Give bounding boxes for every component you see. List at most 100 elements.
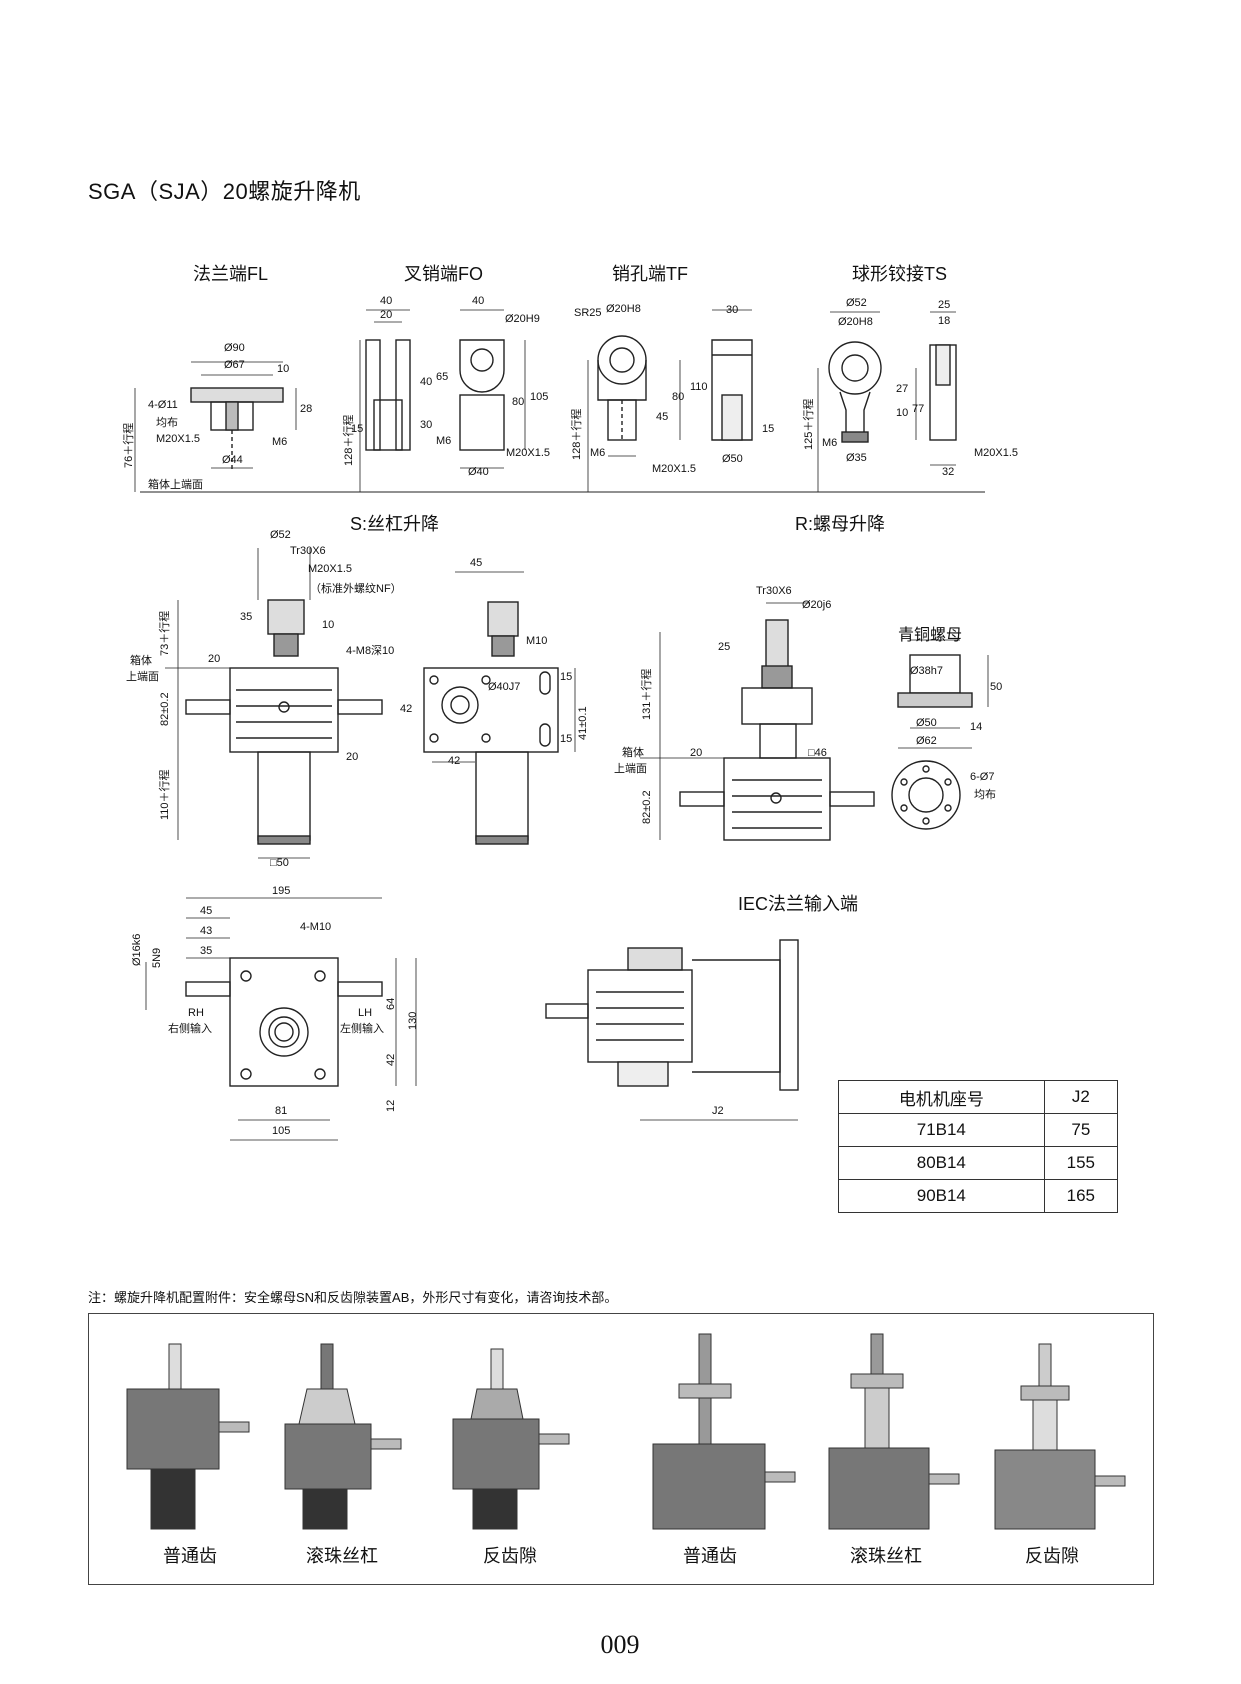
s-tr: Tr30X6 <box>290 545 326 557</box>
fl-h28: 28 <box>300 403 312 415</box>
fo-h80: 80 <box>512 396 524 408</box>
table-cell: 80B14 <box>838 1146 1045 1180</box>
r-box-top-b: 上端面 <box>614 762 647 775</box>
table-row: 71B14 75 <box>838 1113 1119 1147</box>
tv-h12: 12 <box>385 1100 397 1112</box>
product-photos <box>126 1333 1126 1530</box>
tv-w81: 81 <box>275 1105 287 1117</box>
tv-h64: 64 <box>385 998 397 1010</box>
ts-thread: M20X1.5 <box>974 447 1018 459</box>
page-title: SGA（SJA）20螺旋升降机 <box>88 179 361 204</box>
tf-title: 销孔端TF <box>612 264 688 284</box>
fo-m6: M6 <box>436 435 451 447</box>
fl-stroke: 76＋行程 <box>122 423 135 468</box>
s-lift-side-drawing <box>165 548 383 859</box>
s-lift-front-drawing <box>423 571 576 845</box>
tf-h15: 15 <box>762 423 774 435</box>
tv-rh-note: 右侧输入 <box>168 1021 212 1035</box>
photo-caption-1: 普通齿 <box>163 1546 217 1566</box>
tv-w105: 105 <box>272 1125 290 1137</box>
fo-h30: 30 <box>420 419 432 431</box>
r-d50: Ø50 <box>916 717 937 729</box>
tv-w45: 45 <box>200 905 212 917</box>
photo-caption-4: 普通齿 <box>683 1546 737 1566</box>
product-photo-panel <box>88 1313 1154 1585</box>
accessory-note: 注：螺旋升降机配置附件：安全螺母SN和反齿隙装置AB，外形尺寸有变化，请咨询技术… <box>88 1290 618 1305</box>
s-h35: 35 <box>240 611 252 623</box>
s-w42b: 42 <box>448 755 460 767</box>
s-stroke73: 73＋行程 <box>158 611 171 656</box>
s-h15a: 15 <box>560 671 572 683</box>
table-cell: 155 <box>1043 1146 1119 1180</box>
fo-clevis-drawing <box>359 309 526 492</box>
s-h42a: 42 <box>400 703 412 715</box>
r-lift-drawing <box>640 602 989 841</box>
ts-hole: Ø20H8 <box>838 316 873 328</box>
r-h50: 50 <box>990 681 1002 693</box>
r-lift-title: R:螺母升降 <box>795 514 885 534</box>
s-d52: Ø52 <box>270 529 291 541</box>
s-h10: 10 <box>322 619 334 631</box>
r-even: 均布 <box>974 788 996 801</box>
tf-h110: 110 <box>690 381 708 393</box>
fo-w20: 20 <box>380 309 392 321</box>
iec-title: IEC法兰输入端 <box>738 894 859 914</box>
table-cell: 90B14 <box>838 1179 1045 1213</box>
ts-h77: 77 <box>912 403 924 415</box>
fo-w40b: 40 <box>472 295 484 307</box>
s-box-top-a: 箱体 <box>130 653 152 667</box>
s-h82: 82±0.2 <box>159 692 171 726</box>
r-holes: 6-Ø7 <box>970 771 994 783</box>
table-row: 80B14 155 <box>838 1146 1119 1180</box>
box-top-label: 箱体上端面 <box>148 477 203 491</box>
motor-table: 电机机座号 J2 71B14 75 80B14 155 90B14 165 <box>838 1080 1119 1213</box>
fo-h15: 15 <box>351 423 363 435</box>
tf-m6: M6 <box>590 447 605 459</box>
iec-flange-drawing <box>545 939 799 1121</box>
fo-w40: 40 <box>380 295 392 307</box>
fl-even: 均布 <box>156 416 178 429</box>
tf-thread: M20X1.5 <box>652 463 696 475</box>
tv-key: 5N9 <box>151 948 163 968</box>
ts-ball-joint-drawing <box>817 311 957 492</box>
fo-hole: Ø20H9 <box>505 313 540 325</box>
fl-d67: Ø67 <box>224 359 245 371</box>
r-d38: Ø38h7 <box>910 665 943 677</box>
tv-lh-note: 左侧输入 <box>340 1021 384 1035</box>
s-h41: 41±0.1 <box>577 706 589 740</box>
table-header-row: 电机机座号 J2 <box>838 1080 1119 1114</box>
ts-title: 球形铰接TS <box>852 264 948 284</box>
photo-caption-2: 滚珠丝杠 <box>306 1546 378 1566</box>
ts-h10: 10 <box>896 407 908 419</box>
s-stroke110: 110＋行程 <box>158 769 171 820</box>
table-cell: 75 <box>1043 1113 1119 1147</box>
r-d62: Ø62 <box>916 735 937 747</box>
tv-w195: 195 <box>272 885 290 897</box>
ts-w18: 18 <box>938 315 950 327</box>
ts-w32: 32 <box>942 466 954 478</box>
tv-w35: 35 <box>200 945 212 957</box>
s-box-top-b: 上端面 <box>126 670 159 683</box>
s-w45: 45 <box>470 557 482 569</box>
tf-h45: 45 <box>656 411 668 423</box>
fl-h10: 10 <box>277 363 289 375</box>
table-cell: 71B14 <box>838 1113 1045 1147</box>
s-h15b: 15 <box>560 733 572 745</box>
fo-h65: 65 <box>436 371 448 383</box>
fo-d40: Ø40 <box>468 466 489 478</box>
ts-d35: Ø35 <box>846 452 867 464</box>
r-stroke131: 131＋行程 <box>640 669 653 720</box>
tv-rh: RH <box>188 1007 204 1019</box>
r-h20: 20 <box>690 747 702 759</box>
s-m8: 4-M8深10 <box>346 644 394 657</box>
photo-caption-5: 滚珠丝杠 <box>850 1546 922 1566</box>
table-cell: 165 <box>1043 1179 1119 1213</box>
tv-d16: Ø16k6 <box>131 934 143 966</box>
s-sq50: □50 <box>270 857 289 869</box>
tf-stroke: 128＋行程 <box>570 409 583 460</box>
fl-m6: M6 <box>272 436 287 448</box>
photo-caption-6: 反齿隙 <box>1025 1546 1079 1566</box>
fl-flange-drawing <box>134 361 297 492</box>
fo-h105: 105 <box>530 391 548 403</box>
